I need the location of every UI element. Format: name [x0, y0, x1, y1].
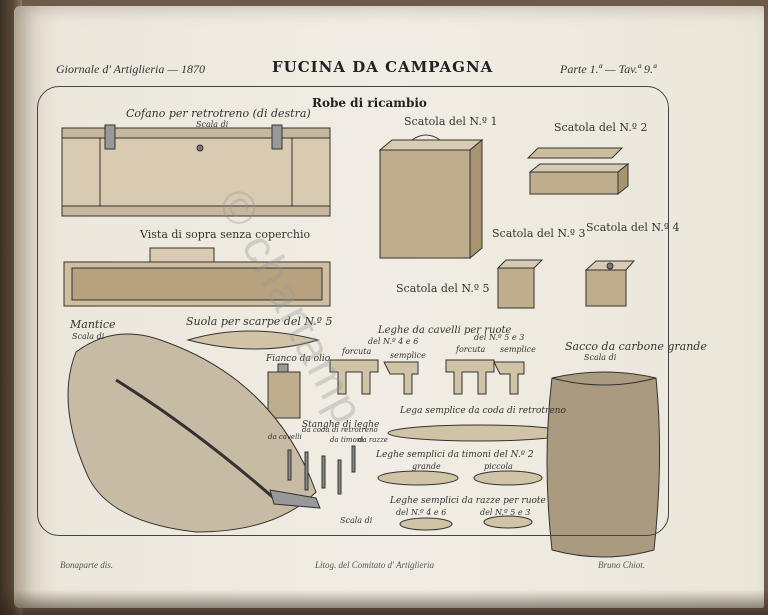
- semplice-left-label: semplice: [390, 351, 426, 360]
- forcuta-left-label: forcuta: [342, 347, 372, 356]
- footer-lithographer: Litog. del Comitato d' Artiglieria: [315, 560, 435, 570]
- mantice-scale-label: Scala di: [72, 332, 105, 341]
- mantice-drawing: [67, 333, 321, 533]
- fianco-drawing: [267, 363, 301, 419]
- razze-num-left: del N.º 4 e 6: [396, 508, 447, 517]
- vista-drawing: [63, 247, 331, 307]
- bottom-scale-label: Scala di: [340, 516, 373, 525]
- scatola4-label: Scatola del N.º 4: [586, 221, 680, 234]
- suola-label: Suola per scarpe del N.º 5: [186, 315, 333, 328]
- plate-title: FUCINA DA CAMPAGNA: [272, 58, 494, 76]
- suola-drawing: [186, 330, 320, 350]
- leghe-timoni-drawing: [377, 470, 543, 486]
- scatola2-drawing: [526, 147, 630, 196]
- scatola2-label: Scatola del N.º 2: [554, 121, 648, 134]
- section-title: Robe di ricambio: [312, 96, 427, 110]
- lega-coda-label: Lega semplice da coda di retrotreno: [400, 406, 566, 416]
- footer-draftsman: Bonaparte dis.: [60, 560, 113, 570]
- leghe-timoni-label: Leghe semplici da timoni del N.º 2: [376, 450, 534, 460]
- cofano-label: Cofano per retrotreno (di destra): [126, 107, 311, 120]
- stanghe-label: Stanghe di leghe: [302, 420, 380, 430]
- page-bottom-shadow: [0, 590, 768, 615]
- footer-engraver: Bruno Chiot.: [598, 560, 646, 570]
- semplice-right-label: semplice: [500, 345, 536, 354]
- forcuta-right-label: forcuta: [456, 345, 486, 354]
- da-coda-label: da coda di retrotreno: [302, 426, 378, 434]
- scatola3-label: Scatola del N.º 3: [492, 227, 586, 240]
- scatola4-drawing: [584, 260, 636, 307]
- sacco-label: Sacco da carbone grande: [565, 340, 707, 353]
- sacco-drawing: [546, 371, 661, 558]
- mantice-label: Mantice: [70, 318, 116, 331]
- fianco-label: Fianco da olio: [266, 354, 331, 364]
- journal-header: Giornale d' Artiglieria — 1870: [56, 62, 206, 76]
- plate-frame: [37, 86, 669, 536]
- sacco-scale-label: Scala di: [584, 353, 617, 362]
- da-cavelli-label: da cavelli: [268, 433, 302, 441]
- piccola-label: piccola: [484, 462, 513, 471]
- da-razze-label: da razze: [358, 436, 388, 444]
- grande-label: grande: [412, 462, 441, 471]
- scatola1-drawing: [378, 134, 484, 260]
- scatola5-label: Scatola del N.º 5: [396, 282, 490, 295]
- stanghe-drawing: [287, 445, 356, 495]
- plate-number: Parte 1.ª — Tav.ª 9.ª: [560, 62, 657, 76]
- leghe-num-right: del N.º 5 e 3: [474, 333, 525, 342]
- scatola1-label: Scatola del N.º 1: [404, 115, 498, 128]
- leghe-cavelli-label: Leghe da cavelli per ruote: [378, 325, 512, 336]
- vista-label: Vista di sopra senza coperchio: [140, 228, 311, 241]
- cofano-drawing: [61, 124, 331, 217]
- leghe-num-left: del N.º 4 e 6: [368, 337, 419, 346]
- leghe-razze-drawing: [399, 515, 533, 531]
- leghe-razze-label: Leghe semplici da razze per ruote: [390, 496, 546, 506]
- razze-num-right: del N.º 5 e 3: [480, 508, 531, 517]
- da-timoni-label: da timoni: [330, 436, 364, 444]
- cofano-scale-label: Scala di: [196, 120, 229, 129]
- scatola3-drawing: [496, 259, 544, 309]
- leghe-cavelli-drawing: [329, 359, 525, 395]
